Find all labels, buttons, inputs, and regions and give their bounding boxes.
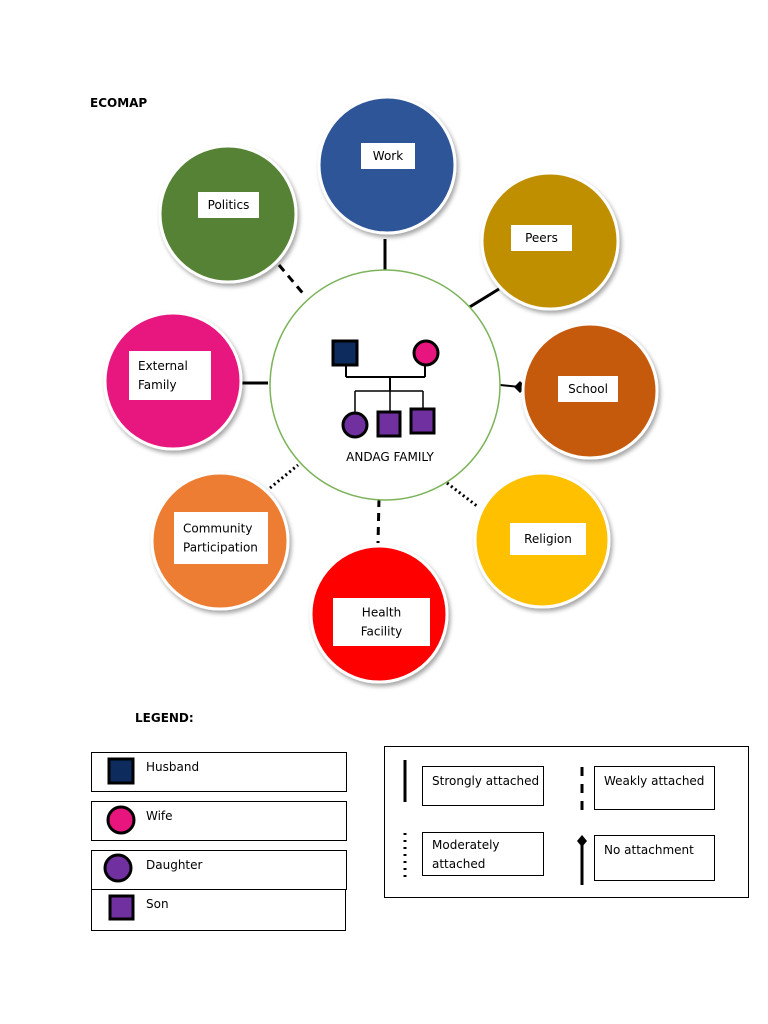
weak-label: Weakly attached xyxy=(604,774,705,788)
weak-label-box: Weakly attached xyxy=(594,766,715,810)
none-label: No attachment xyxy=(604,843,694,857)
none-line-diamond xyxy=(577,835,587,847)
node-label-community-participation: Participation xyxy=(183,541,258,555)
node-label-religion: Religion xyxy=(524,532,572,546)
legend-son: Son xyxy=(91,889,346,931)
connector-community-participation xyxy=(269,463,299,490)
connector-peers xyxy=(467,287,500,310)
node-label-box-religion xyxy=(510,523,586,555)
wife-circle-icon xyxy=(106,805,136,835)
node-peers: Peers xyxy=(480,171,620,311)
node-politics: Politics xyxy=(158,144,298,284)
node-religion: Religion xyxy=(473,471,611,609)
family-genogram xyxy=(331,339,440,439)
wife-circle-icon xyxy=(412,339,440,367)
strong-label: Strongly attached xyxy=(432,774,540,788)
husband-square-icon xyxy=(331,339,359,367)
husband-square-icon xyxy=(107,757,135,785)
attachment-line-samples xyxy=(403,760,587,885)
node-label-health-facility: Facility xyxy=(361,625,403,639)
legend-son-label: Son xyxy=(146,897,169,911)
legend-heading: LEGEND: xyxy=(135,711,194,725)
legend-husband: Husband xyxy=(91,752,347,792)
node-label-box-school xyxy=(558,376,618,402)
node-label-peers: Peers xyxy=(525,231,558,245)
node-label-external-family: Family xyxy=(138,378,177,392)
son-square-icon xyxy=(376,410,402,438)
ecomap-nodes: WorkPeersSchoolReligionHealthFacilityCom… xyxy=(103,95,659,684)
node-label-box-politics xyxy=(198,192,259,218)
moderate-label-box: Moderately attached xyxy=(422,832,544,876)
connector-politics xyxy=(277,264,308,298)
node-label-community-participation: Community xyxy=(183,522,252,536)
legend-husband-label: Husband xyxy=(146,760,200,774)
node-work: Work xyxy=(317,95,457,235)
node-label-box-work xyxy=(361,143,415,169)
node-label-box-external-family xyxy=(129,351,211,400)
center-family-label: ANDAG FAMILY xyxy=(346,450,434,464)
node-school: School xyxy=(521,322,659,460)
son-square-icon xyxy=(108,894,135,921)
ecomap-title: ECOMAP xyxy=(90,96,147,110)
node-label-health-facility: Health xyxy=(362,606,401,620)
node-label-politics: Politics xyxy=(208,198,250,212)
legend-daughter-label: Daughter xyxy=(146,858,203,872)
son-square-icon xyxy=(409,407,436,435)
daughter-circle-icon xyxy=(103,853,133,883)
none-label-box: No attachment xyxy=(594,835,715,881)
node-label-external-family: External xyxy=(138,359,188,373)
node-label-box-health-facility xyxy=(333,598,430,646)
node-label-box-community-participation xyxy=(174,512,268,564)
legend-daughter: Daughter xyxy=(91,850,347,890)
connector-health-facility xyxy=(376,498,381,544)
connector-religion xyxy=(446,481,478,508)
node-label-work: Work xyxy=(373,149,403,163)
legend-wife-label: Wife xyxy=(146,809,173,823)
moderate-label: Moderately attached xyxy=(432,838,500,871)
node-label-box-peers xyxy=(511,225,572,251)
daughter-circle-icon xyxy=(341,411,369,439)
legend-wife: Wife xyxy=(91,801,347,841)
center-family-circle xyxy=(269,269,501,501)
strong-label-box: Strongly attached xyxy=(422,766,544,806)
attachment-legend: Strongly attached Weakly attached Modera… xyxy=(384,746,749,898)
node-label-school: School xyxy=(568,382,608,396)
